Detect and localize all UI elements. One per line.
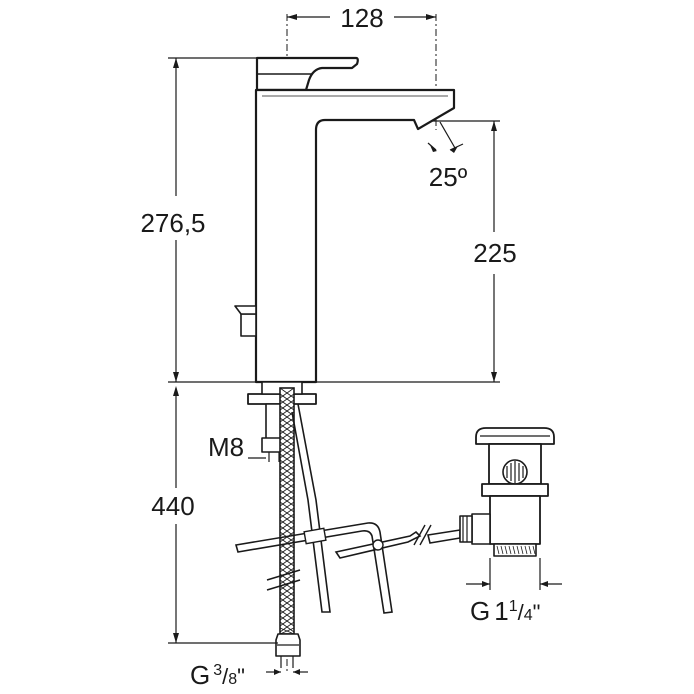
g114-markers [466, 558, 562, 590]
dim-225-label: 225 [473, 238, 516, 268]
dimension-276-5 [168, 57, 258, 382]
dim-128-label: 128 [340, 3, 383, 33]
dim-440-label: 440 [151, 491, 194, 521]
dimension-440 [168, 386, 278, 644]
hose-connector [275, 633, 301, 668]
dim-25-label: 25º [429, 162, 468, 192]
faucet-body [254, 88, 456, 384]
waste-valve [459, 427, 555, 557]
popup-knob [234, 305, 257, 337]
g38-markers [266, 669, 308, 675]
angle-25-marker [427, 121, 464, 153]
dimension-128 [287, 14, 436, 20]
dim-276-5-label: 276,5 [140, 208, 205, 238]
dim-m8-label: M8 [208, 432, 244, 462]
flex-hose [279, 387, 295, 635]
popup-rod-linkage [234, 403, 461, 614]
